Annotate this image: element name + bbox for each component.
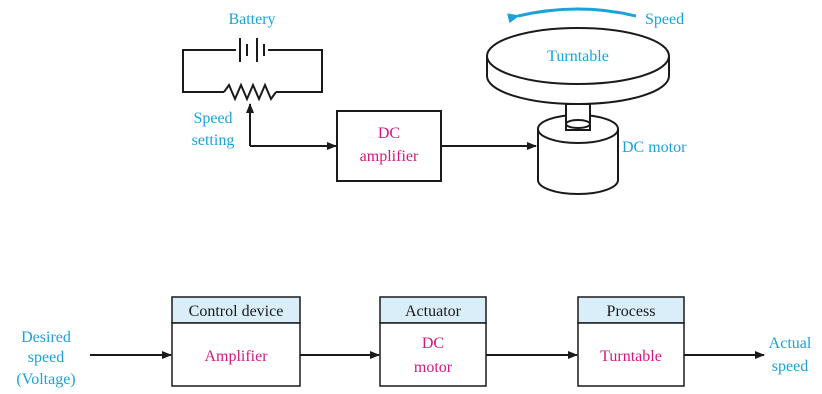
control-device-header: Control device xyxy=(189,303,284,320)
input-label-2: speed xyxy=(28,349,64,366)
battery-symbol xyxy=(239,38,265,62)
process-block xyxy=(577,296,685,387)
turntable xyxy=(486,27,670,105)
turntable-label: Turntable xyxy=(547,48,609,65)
dc-amplifier-box xyxy=(336,110,442,182)
dc-motor-label: DC motor xyxy=(622,139,687,156)
dc-motor xyxy=(537,103,619,195)
speed-setting-label-2: setting xyxy=(192,132,235,149)
battery-label: Battery xyxy=(228,11,275,28)
actuator-header: Actuator xyxy=(405,303,462,320)
dc-amplifier-label-1: DC xyxy=(378,125,400,142)
battery-circuit xyxy=(182,49,323,102)
input-label-3: (Voltage) xyxy=(16,371,75,388)
wiper-wire xyxy=(246,103,337,150)
actuator-body-1: DC xyxy=(422,335,444,352)
output-label-2: speed xyxy=(772,358,808,375)
input-label-1: Desired xyxy=(21,329,71,346)
actuator-block xyxy=(379,296,487,387)
speed-arrow xyxy=(507,7,637,24)
process-body: Turntable xyxy=(600,348,662,365)
process-header: Process xyxy=(607,303,656,320)
actuator-body-2: motor xyxy=(414,359,453,376)
output-label-1: Actual xyxy=(769,335,812,352)
speed-setting-label-1: Speed xyxy=(193,110,232,127)
control-device-block xyxy=(171,296,301,387)
speed-label: Speed xyxy=(645,11,684,28)
control-device-body: Amplifier xyxy=(204,348,268,365)
dc-amplifier-label-2: amplifier xyxy=(360,148,419,165)
